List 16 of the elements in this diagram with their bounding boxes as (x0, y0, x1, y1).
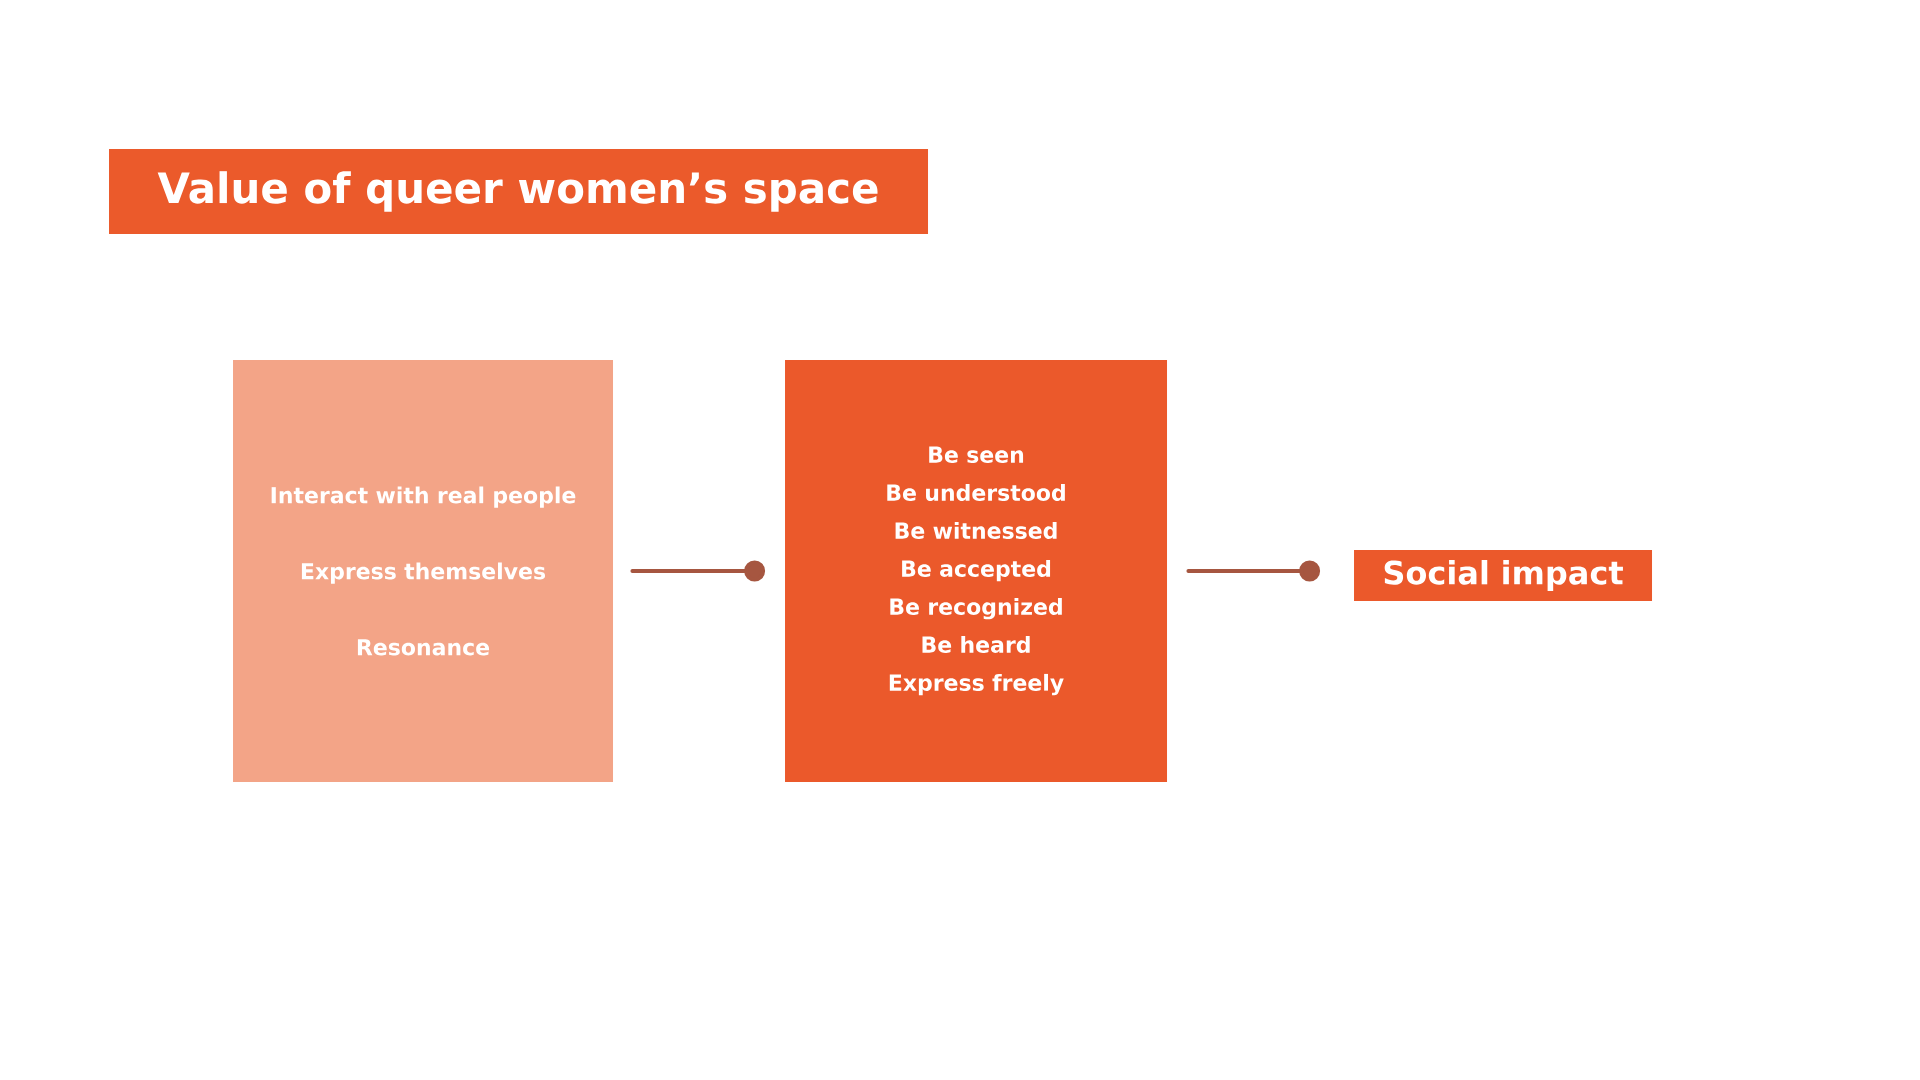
list-item: Express themselves (301, 562, 545, 584)
list-item: Be recognized (890, 597, 1062, 620)
label-box: Social impact (1354, 550, 1652, 601)
list-item: Express freely (889, 673, 1064, 696)
title-banner: Value of queer women’s space (109, 149, 928, 234)
connector-line (1186, 560, 1321, 582)
list-item: Interact with real people (271, 486, 576, 508)
list-item: Be seen (929, 446, 1024, 463)
list-item: Be accepted (902, 559, 1051, 582)
text-card (785, 360, 1167, 782)
list-item: Be witnessed (895, 521, 1057, 539)
list-item: Resonance (357, 639, 490, 656)
connector-line (630, 560, 766, 582)
text-card (233, 360, 613, 782)
list-item: Be understood (887, 483, 1065, 501)
list-item: Be heard (922, 635, 1030, 653)
